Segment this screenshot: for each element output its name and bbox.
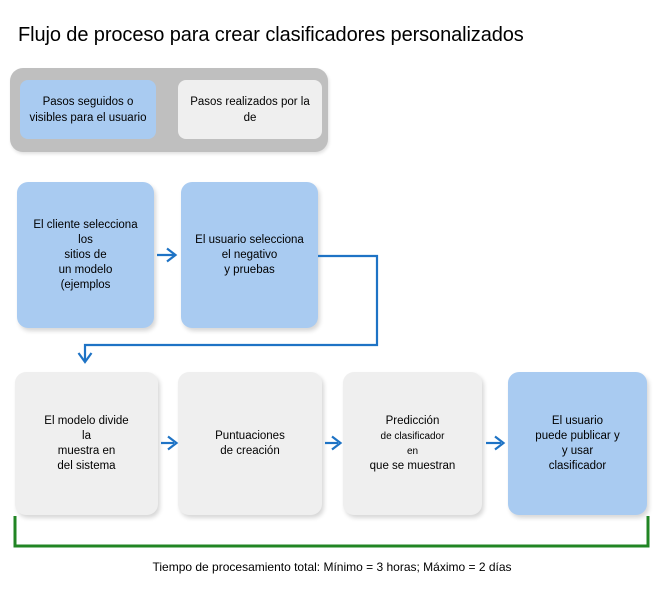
box-line: sitios de xyxy=(64,248,107,261)
box-line: muestra en xyxy=(57,444,116,457)
box-line: de creación xyxy=(220,444,280,457)
box-line: un modelo xyxy=(58,263,113,276)
legend-item-label: Pasos realizados por la xyxy=(190,95,310,108)
box-line: clasificador xyxy=(548,459,607,472)
legend-frame: Pasos seguidos o visibles para el usuari… xyxy=(10,68,328,152)
box-line: El usuario selecciona xyxy=(195,233,304,246)
processing-time-caption: Tiempo de procesamiento total: Mínimo = … xyxy=(152,560,512,574)
step-user-publishes-classifier: El usuario puede publicar y y usar clasi… xyxy=(508,372,647,515)
box-line: Predicción xyxy=(385,414,440,427)
time-bracket xyxy=(13,516,650,548)
box-line: en xyxy=(406,445,419,457)
legend-item-label: Pasos seguidos o xyxy=(42,95,134,108)
step-user-selects-negative: El usuario selecciona el negativo y prue… xyxy=(181,182,318,328)
box-line: El cliente selecciona xyxy=(33,218,138,231)
box-line: la xyxy=(82,429,91,442)
box-line: los xyxy=(78,233,93,246)
page-title: Flujo de proceso para crear clasificador… xyxy=(18,24,524,46)
legend-item-user-steps: Pasos seguidos o visibles para el usuari… xyxy=(20,80,156,139)
arrow-right-icon xyxy=(157,247,178,263)
box-line: El modelo divide xyxy=(44,414,129,427)
arrow-right-icon xyxy=(325,435,343,451)
box-line: de clasificador xyxy=(380,430,445,442)
box-line: y pruebas xyxy=(224,263,275,276)
arrow-right-icon xyxy=(486,435,506,451)
arrow-right-icon xyxy=(161,435,179,451)
box-line: puede publicar y xyxy=(535,429,620,442)
box-line: (ejemplos xyxy=(60,278,111,291)
box-line: del sistema xyxy=(57,459,116,472)
box-line: que se muestran xyxy=(369,459,456,472)
box-line: Puntuaciones xyxy=(215,429,285,442)
box-line: el negativo xyxy=(221,248,278,261)
box-line: y usar xyxy=(561,444,594,457)
step-creation-scores: Puntuaciones de creación xyxy=(178,372,322,515)
step-model-divides-sample: El modelo divide la muestra en del siste… xyxy=(15,372,158,515)
step-classifier-prediction: Predicción de clasificador en que se mue… xyxy=(343,372,482,515)
legend-item-label: de xyxy=(243,111,257,124)
step-customer-selects-sites: El cliente selecciona los sitios de un m… xyxy=(17,182,154,328)
box-line: El usuario xyxy=(551,414,604,427)
legend-item-system-steps: Pasos realizados por la de xyxy=(178,80,322,139)
legend-item-label: visibles para el usuario xyxy=(29,111,147,124)
